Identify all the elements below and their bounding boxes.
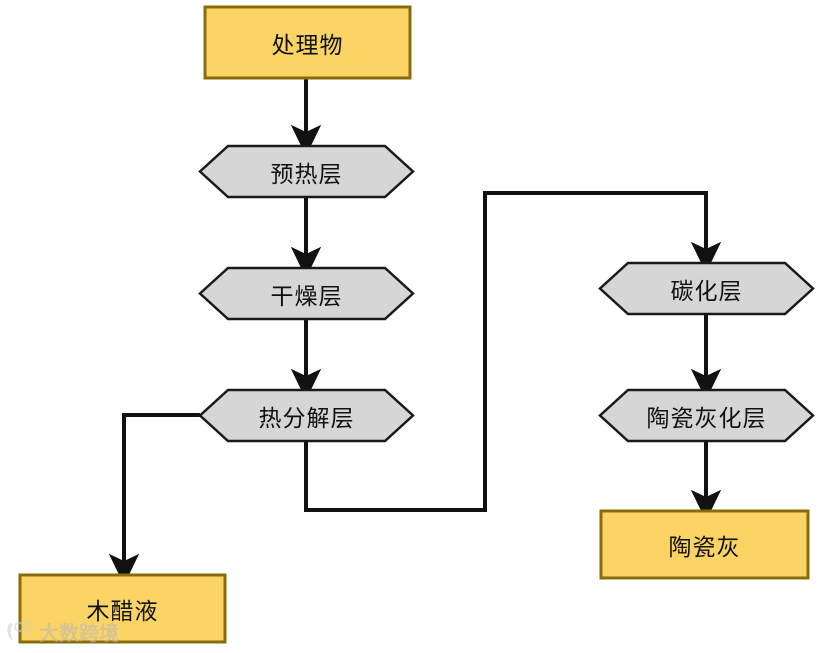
connector-pyrolysis-to-vinegar xyxy=(108,413,200,586)
connector-pyrolysis-to-carbonization xyxy=(304,191,722,512)
watermark-text: 大数跨境 xyxy=(39,621,119,645)
node-ceramic-ashing[interactable] xyxy=(598,388,815,443)
node-vinegar[interactable] xyxy=(18,573,227,644)
bigdata-crossborder-logo-icon xyxy=(6,619,34,645)
edge-layer xyxy=(108,78,722,586)
node-drying[interactable] xyxy=(198,266,415,321)
node-pyrolysis[interactable] xyxy=(198,388,415,443)
node-ceramic-ash[interactable] xyxy=(599,509,810,580)
watermark: 大数跨境 xyxy=(6,617,119,646)
node-layer xyxy=(18,5,815,644)
node-preheat[interactable] xyxy=(198,144,415,199)
node-input[interactable] xyxy=(203,5,412,80)
node-carbonization[interactable] xyxy=(598,261,815,316)
